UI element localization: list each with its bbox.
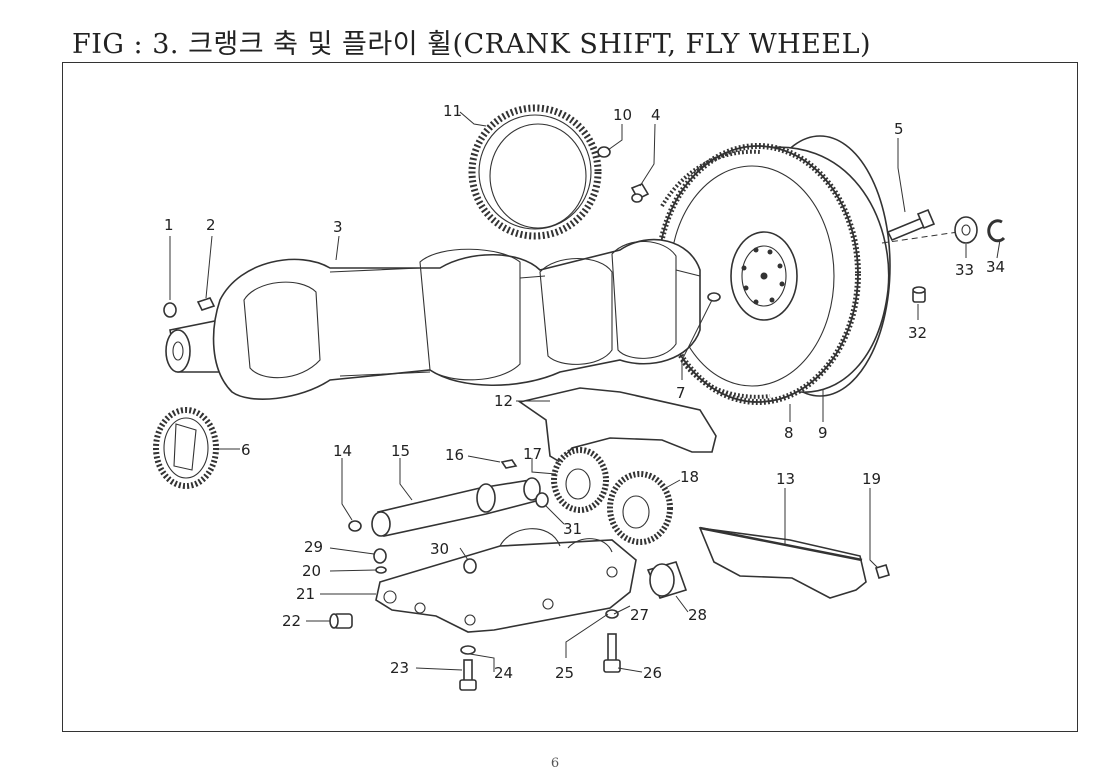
ring-gear-11: [468, 104, 602, 240]
callout-17: 17: [523, 445, 542, 463]
washer-24: [460, 645, 476, 655]
bolt-26: [603, 633, 621, 673]
bush-31: [535, 492, 549, 508]
callout-3: 3: [333, 218, 343, 236]
bolt-19: [875, 564, 890, 579]
callout-28: 28: [688, 606, 707, 624]
callout-22: 22: [282, 612, 301, 630]
callout-9: 9: [818, 424, 828, 442]
snap-ring-34: [987, 219, 1006, 243]
callout-13: 13: [776, 470, 795, 488]
callout-labels: 1 2 3 4 5 6 7 8 9 10 11 12 13 14 15 16 1…: [164, 102, 1005, 682]
callout-12: 12: [494, 392, 513, 410]
callout-27: 27: [630, 606, 649, 624]
callout-21: 21: [296, 585, 315, 603]
callout-18: 18: [680, 468, 699, 486]
bush-32: [912, 286, 926, 303]
figure-title: FIG : 3. 크랭크 축 및 플라이 휠(CRANK SHIFT, FLY …: [72, 29, 872, 60]
bush-29: [373, 548, 387, 564]
callout-14: 14: [333, 442, 352, 460]
bush-28: [646, 561, 688, 599]
page-number: 6: [550, 756, 560, 771]
flywheel-8: [655, 135, 891, 405]
figure-frame: [62, 62, 1078, 732]
bearing-33: [954, 216, 978, 244]
bush-1: [163, 302, 177, 318]
gear-17: [551, 447, 609, 513]
callout-4: 4: [651, 106, 661, 124]
bush-14: [348, 520, 362, 532]
callout-30: 30: [430, 540, 449, 558]
key-2: [196, 297, 216, 311]
gear-housing-21: [375, 528, 637, 633]
callout-2: 2: [206, 216, 216, 234]
callout-25: 25: [555, 664, 574, 682]
callout-26: 26: [643, 664, 662, 682]
callout-15: 15: [391, 442, 410, 460]
callout-24: 24: [494, 664, 513, 682]
leader-lines: [169, 111, 1001, 673]
callout-10: 10: [613, 106, 632, 124]
dowel-7: [707, 292, 721, 302]
callout-32: 32: [908, 324, 927, 342]
callout-20: 20: [302, 562, 321, 580]
callout-33: 33: [955, 261, 974, 279]
key-16: [500, 459, 518, 469]
callout-1: 1: [164, 216, 174, 234]
flywheel-bolt-5: [886, 208, 936, 242]
callout-23: 23: [390, 659, 409, 677]
gasket-plate-13: [698, 527, 867, 599]
callout-29: 29: [304, 538, 323, 556]
callout-16: 16: [445, 446, 464, 464]
dowel-10: [597, 146, 611, 158]
callout-19: 19: [862, 470, 881, 488]
crank-shaft-3: [165, 238, 701, 400]
gear-18: [607, 471, 673, 545]
cover-plate-12: [518, 387, 717, 464]
callout-5: 5: [894, 120, 904, 138]
callout-34: 34: [986, 258, 1005, 276]
callout-8: 8: [784, 424, 794, 442]
washer-27: [605, 609, 619, 619]
callout-31: 31: [563, 520, 582, 538]
crank-gear-6: [153, 407, 219, 489]
callout-6: 6: [241, 441, 251, 459]
bush-22: [329, 613, 353, 629]
callout-7: 7: [676, 384, 686, 402]
pin-4: [630, 183, 650, 203]
callout-11: 11: [443, 102, 462, 120]
idle-shaft-15: [371, 477, 542, 537]
bolt-23: [459, 659, 477, 691]
bush-30: [463, 558, 477, 574]
o-ring-20: [375, 566, 387, 574]
